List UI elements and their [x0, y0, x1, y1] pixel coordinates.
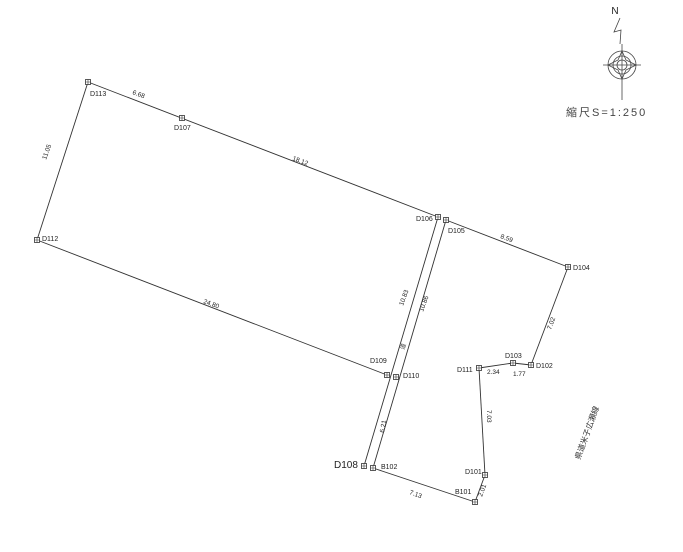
boundary-line — [530, 266, 569, 366]
road-label: 県道米子広瀬線 — [572, 405, 601, 461]
north-label: N — [611, 6, 618, 17]
point-label: D108 — [334, 460, 358, 471]
distance-label: 1.77 — [513, 371, 526, 378]
survey-point-marker — [472, 499, 478, 505]
survey-point-marker — [435, 214, 441, 220]
boundary-line — [87, 81, 439, 218]
distance-label: 10.86 — [418, 295, 430, 313]
point-label: D112 — [42, 236, 58, 243]
boundary-line — [36, 81, 89, 241]
distance-label: 11.05 — [41, 143, 53, 161]
survey-point-marker — [443, 217, 449, 223]
boundary-line — [512, 362, 532, 366]
survey-point-marker — [85, 79, 91, 85]
survey-point-marker — [361, 463, 367, 469]
survey-point-marker — [34, 237, 40, 243]
point-label: D105 — [448, 228, 465, 235]
north-arrow: N — [603, 6, 641, 100]
distance-label: 2.34 — [487, 369, 500, 376]
scale-text: 縮尺S=1:250 — [566, 105, 647, 119]
survey-point-marker — [179, 115, 185, 121]
boundary-line — [478, 367, 486, 476]
distance-label: 6.68 — [131, 89, 146, 100]
point-label: D109 — [370, 358, 387, 365]
point-label: D111 — [457, 367, 473, 374]
survey-point-marker — [384, 372, 390, 378]
point-label: D110 — [403, 373, 419, 380]
point-label: D103 — [505, 353, 522, 360]
survey-point-marker — [476, 365, 482, 371]
distance-label: 24.80 — [202, 298, 220, 310]
point-label: D106 — [416, 216, 433, 223]
distance-label: 10.83 — [398, 289, 410, 307]
point-label: D113 — [90, 91, 106, 98]
survey-point-marker — [370, 465, 376, 471]
distance-label: 8.59 — [499, 233, 514, 244]
survey-point-marker — [393, 374, 399, 380]
point-label: D104 — [573, 265, 590, 272]
strip-label: 道 — [398, 342, 408, 350]
point-label: D102 — [536, 363, 553, 370]
survey-point-marker — [528, 362, 534, 368]
boundary-line — [445, 219, 569, 268]
survey-point-marker — [510, 360, 516, 366]
distance-label: 7.03 — [485, 410, 492, 423]
distance-label: 7.13 — [408, 489, 423, 500]
point-label: D101 — [465, 469, 482, 476]
survey-point-marker — [482, 472, 488, 478]
boundary-line — [36, 239, 388, 376]
distance-label: 18.12 — [291, 155, 309, 167]
boundary-line — [372, 467, 476, 503]
survey-point-marker — [565, 264, 571, 270]
boundary-line — [372, 219, 447, 469]
distance-label: 7.02 — [546, 316, 557, 331]
point-label: B101 — [455, 489, 471, 496]
boundary-line — [478, 362, 514, 369]
boundary-line — [363, 216, 439, 467]
distance-label: 6.21 — [379, 419, 388, 433]
boundary-line — [474, 474, 486, 503]
point-label: D107 — [174, 125, 191, 132]
distance-label: 2.01 — [477, 483, 488, 498]
point-label: B102 — [381, 464, 397, 471]
